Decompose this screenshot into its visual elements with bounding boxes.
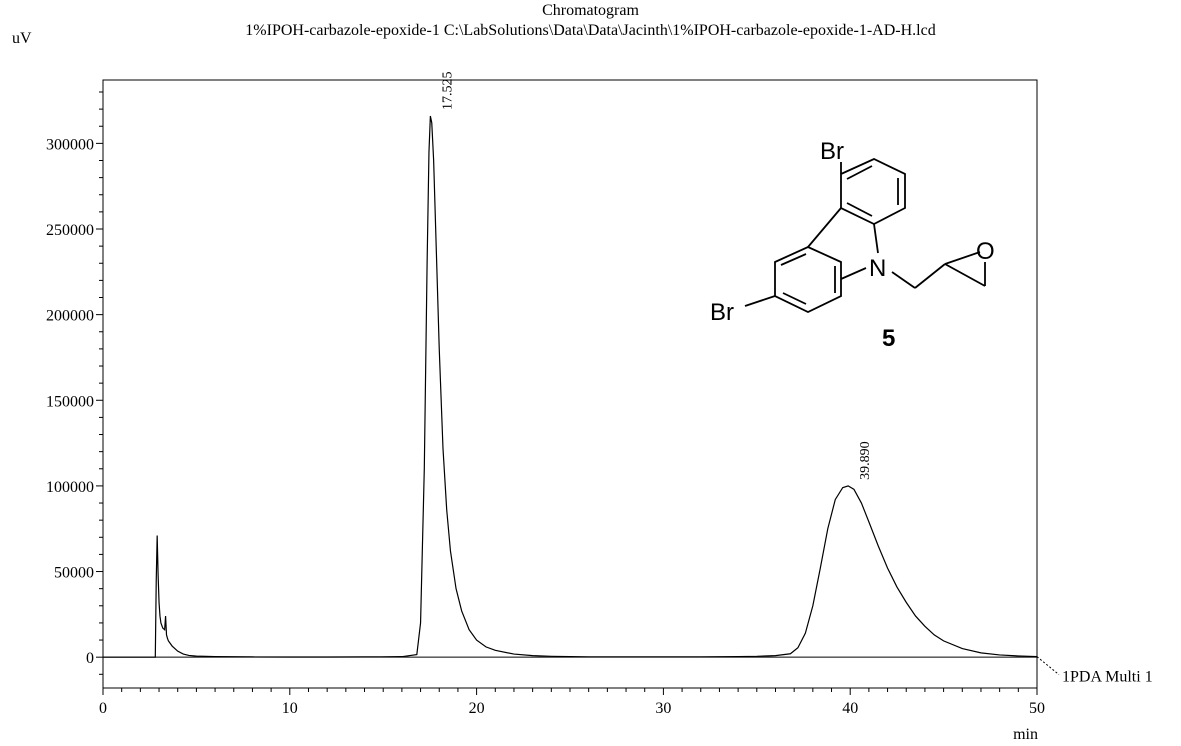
atom-label-br-left: Br	[710, 299, 734, 326]
ring-bond-c-n-upper	[873, 223, 879, 254]
series-name-leader	[1036, 656, 1060, 676]
x-tick-label: 50	[1029, 700, 1045, 717]
x-tick-label: 20	[469, 700, 485, 717]
bond-br-left	[744, 295, 776, 307]
peak-label: 39.890	[858, 441, 873, 480]
y-tick-label: 300000	[46, 136, 94, 153]
axes: 0 50000 100000 150000 200000 250000 300000 0 10 2…	[12, 30, 1045, 743]
x-tick-label: 0	[99, 700, 107, 717]
ring-bond-c-c	[807, 207, 842, 248]
upper-ring-double-bond-1	[846, 165, 873, 180]
y-tick-label: 50000	[54, 565, 94, 582]
ring-bond-c-n-lower	[840, 267, 867, 280]
series-name-label: 1PDA Multi 1	[1062, 669, 1153, 686]
bond-n-ch2	[891, 271, 916, 289]
x-tick-label: 30	[655, 700, 671, 717]
y-tick-label: 0	[86, 650, 94, 667]
atom-label-oxygen: O	[976, 238, 995, 265]
x-tick-label: 10	[282, 700, 298, 717]
chart-subtitle: 1%IPOH-carbazole-epoxide-1 C:\LabSolutio…	[245, 22, 936, 39]
peak-label: 17.525	[440, 71, 455, 110]
bond-ch2-epoxide	[914, 263, 946, 289]
y-axis-label: uV	[12, 30, 32, 47]
compound-number: 5	[882, 325, 895, 352]
plot-frame	[102, 79, 1038, 689]
x-tick-label: 40	[842, 700, 858, 717]
series-layer: 1PDA Multi 1	[103, 115, 1153, 686]
upper-benzene-ring	[840, 158, 906, 226]
series-line	[103, 115, 1038, 658]
atom-label-nitrogen: N	[869, 255, 886, 282]
y-tick-label: 200000	[46, 308, 94, 325]
epoxide-bond-c-o	[944, 251, 981, 265]
epoxide-bond-c-c	[944, 263, 986, 287]
lower-benzene-ring	[774, 246, 842, 314]
y-tick-label: 150000	[46, 393, 94, 410]
peak-labels: 17.525 39.890	[440, 71, 873, 479]
x-axis-label: min	[1013, 726, 1038, 743]
y-tick-label: 250000	[46, 222, 94, 239]
atom-label-br-top: Br	[820, 138, 844, 165]
chart-title: Chromatogram	[542, 2, 639, 19]
molecule-structure	[744, 158, 986, 314]
lower-ring-double-bond-1	[780, 253, 807, 266]
lower-ring-double-bond-2	[782, 292, 807, 305]
y-tick-label: 100000	[46, 479, 94, 496]
upper-ring-double-bond-3	[846, 202, 873, 217]
